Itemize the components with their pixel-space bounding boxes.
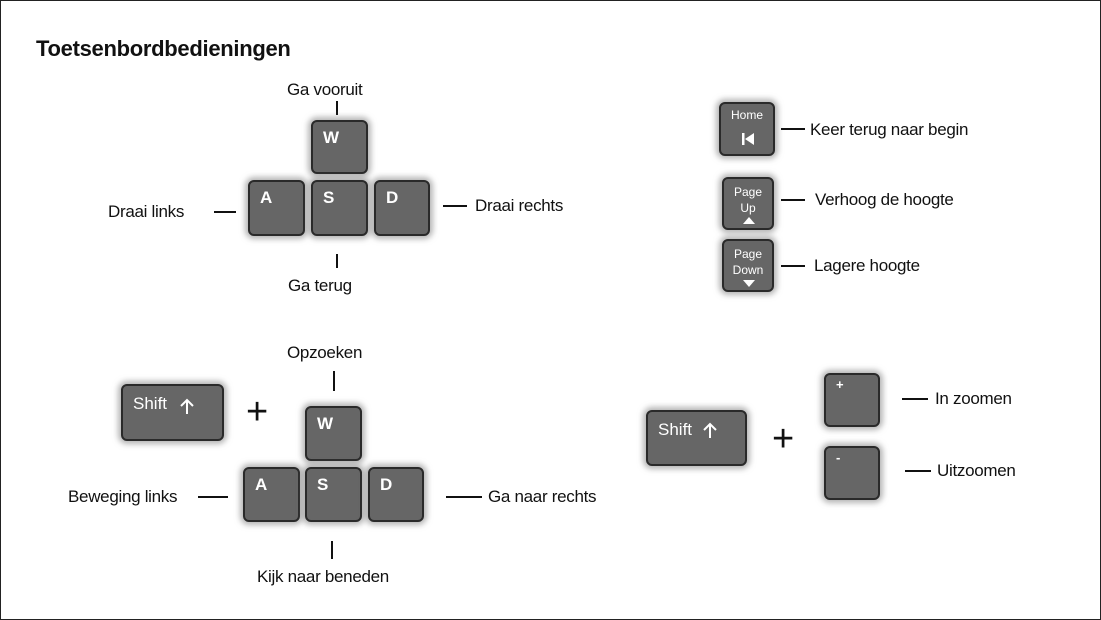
key-page-up: Page Up bbox=[722, 177, 774, 230]
label-move-left: Beweging links bbox=[68, 487, 178, 506]
key-home: Home bbox=[719, 102, 775, 156]
triangle-up-icon bbox=[743, 217, 755, 224]
label-turn-left: Draai links bbox=[108, 202, 185, 221]
page-title: Toetsenbordbedieningen bbox=[36, 36, 291, 61]
key-zoom-in: + bbox=[824, 373, 880, 427]
key-a-label: A bbox=[260, 188, 273, 207]
skip-to-start-icon bbox=[742, 133, 754, 145]
key-page-down: Page Down bbox=[722, 239, 774, 292]
key-d-label: D bbox=[386, 188, 399, 207]
label-home: Keer terug naar begin bbox=[810, 120, 969, 139]
label-look-up: Opzoeken bbox=[287, 343, 363, 362]
triangle-down-icon bbox=[743, 280, 755, 287]
label-turn-right: Draai rechts bbox=[475, 196, 564, 215]
label-lower: Lagere hoogte bbox=[814, 256, 920, 275]
connector-look-down bbox=[331, 541, 333, 559]
label-raise: Verhoog de hoogte bbox=[815, 190, 954, 209]
connector-forward bbox=[336, 101, 338, 115]
connector-go-right bbox=[446, 496, 482, 498]
label-go-right: Ga naar rechts bbox=[488, 487, 597, 506]
label-back: Ga terug bbox=[288, 276, 352, 295]
key-w: W bbox=[311, 120, 368, 174]
connector-zoom-out bbox=[905, 470, 931, 472]
connector-zoom-in bbox=[902, 398, 928, 400]
connector-raise bbox=[781, 199, 805, 201]
connector-move-left bbox=[198, 496, 228, 498]
plus-sign-right: + bbox=[772, 418, 795, 460]
connector-turn-left bbox=[214, 211, 236, 213]
key-s-label: S bbox=[323, 188, 335, 207]
connector-lower bbox=[781, 265, 805, 267]
label-zoom-in: In zoomen bbox=[935, 389, 1012, 408]
key-page-up-label-2: Up bbox=[740, 201, 756, 215]
key-page-up-label-1: Page bbox=[733, 185, 763, 199]
key-w-2: W bbox=[305, 406, 362, 461]
connector-back bbox=[336, 254, 338, 268]
label-forward: Ga vooruit bbox=[287, 80, 363, 99]
key-w-label: W bbox=[323, 128, 340, 147]
key-page-down-label-2: Down bbox=[732, 263, 764, 277]
connector-turn-right bbox=[443, 205, 467, 207]
key-shift-right-label: Shift bbox=[658, 420, 693, 439]
key-s-2-label: S bbox=[317, 475, 329, 494]
key-page-down-label-1: Page bbox=[733, 247, 763, 261]
key-d-2: D bbox=[368, 467, 424, 522]
connector-look-up bbox=[333, 371, 335, 391]
key-a-2: A bbox=[243, 467, 300, 522]
key-zoom-out: - bbox=[824, 446, 880, 500]
label-look-down: Kijk naar beneden bbox=[257, 567, 389, 586]
key-home-label: Home bbox=[730, 108, 763, 122]
key-a: A bbox=[248, 180, 305, 236]
key-shift-right: Shift bbox=[646, 410, 747, 466]
key-a-2-label: A bbox=[255, 475, 268, 494]
arrow-up-icon bbox=[703, 422, 717, 438]
key-s: S bbox=[311, 180, 368, 236]
key-d: D bbox=[374, 180, 430, 236]
key-shift-left-label: Shift bbox=[133, 394, 168, 413]
key-d-2-label: D bbox=[380, 475, 393, 494]
label-zoom-out: Uitzoomen bbox=[937, 461, 1016, 480]
key-shift-left: Shift bbox=[121, 384, 224, 441]
plus-sign-left: + bbox=[246, 391, 269, 433]
key-w-2-label: W bbox=[317, 414, 334, 433]
arrow-up-icon bbox=[180, 398, 194, 414]
key-zoom-in-label: + bbox=[836, 377, 844, 392]
key-zoom-out-label: - bbox=[836, 450, 841, 465]
connector-home bbox=[781, 128, 805, 130]
key-s-2: S bbox=[305, 467, 362, 522]
